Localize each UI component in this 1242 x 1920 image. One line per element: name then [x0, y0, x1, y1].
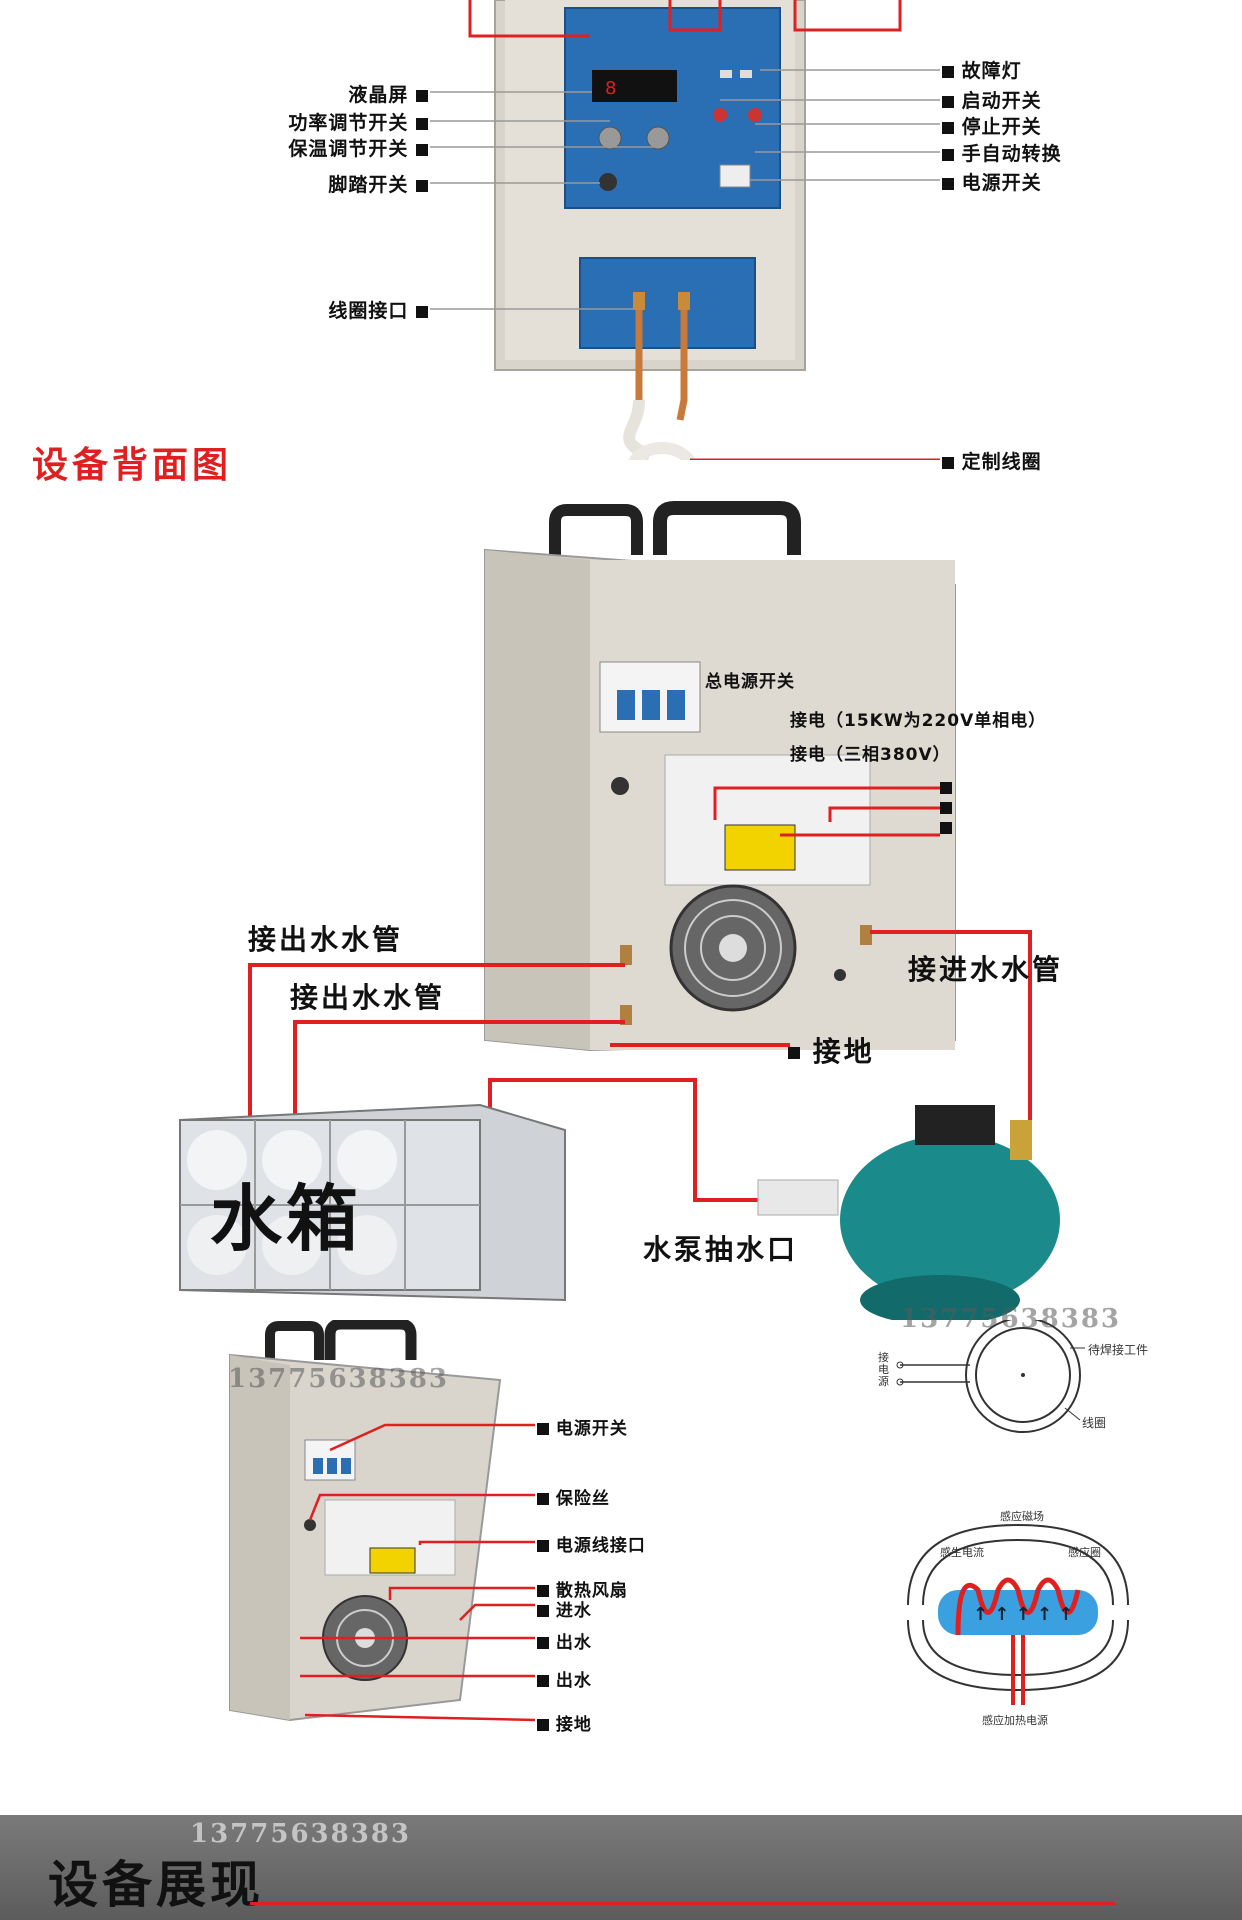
front-panel-illustration: 8 [0, 0, 1242, 498]
bullet-square [416, 143, 428, 156]
bullet-square [537, 1493, 549, 1505]
label-outlet-pipe-1: 接出水水管 [248, 923, 404, 956]
bullet-square [416, 305, 428, 318]
induction-diagram-svg: ↑ ↑ ↑ ↑ ↑ [907, 1523, 1129, 1705]
label-foot-switch: 脚踏开关 [260, 170, 428, 197]
bullet-square [940, 802, 952, 814]
induction-coil-label: 感应圈 [1068, 1546, 1101, 1559]
label-power-note-1: 接电（15KW为220V单相电） [790, 711, 1047, 731]
label-text: 进水 [555, 1601, 592, 1621]
label-power-note-2: 接电（三相380V） [790, 745, 951, 765]
label-text: 电源线接口 [555, 1536, 646, 1556]
label-text: 手自动转换 [961, 143, 1062, 165]
power-terminal-bullets [940, 782, 952, 834]
coil-diagram-workpiece-label: 待焊接工件 [1088, 1343, 1149, 1357]
footer-title: 设备展现 [48, 1856, 264, 1914]
label-text: 功率调节开关 [288, 112, 409, 134]
label-text: 液晶屏 [348, 84, 409, 106]
label-text: 启动开关 [961, 90, 1042, 112]
side-label-fuse: 保险丝 [537, 1484, 610, 1509]
induction-current-label: 感生电流 [940, 1546, 984, 1559]
footer-red-line [250, 1902, 1115, 1905]
back-view-title: 设备背面图 [32, 445, 233, 486]
label-custom-coil: 定制线圈 [942, 447, 1042, 474]
label-text: 脚踏开关 [328, 174, 409, 196]
side-label-ground: 接地 [537, 1710, 592, 1735]
bullet-square [940, 822, 952, 834]
label-text: 出水 [555, 1633, 592, 1653]
side-label-cooling-fan: 散热风扇 [537, 1576, 628, 1601]
label-text: 电源开关 [961, 172, 1042, 194]
label-ground: 接地 [788, 1030, 875, 1070]
bullet-square [537, 1637, 549, 1649]
side-view-illustration [0, 1318, 640, 1730]
label-text: 保温调节开关 [288, 138, 409, 160]
label-hold-adjust: 保温调节开关 [240, 134, 428, 161]
watermark-phone: 13775638383 [190, 1819, 411, 1849]
svg-text:8: 8 [605, 78, 616, 99]
label-pump-inlet: 水泵抽水口 [643, 1233, 799, 1266]
bullet-square [537, 1585, 549, 1597]
label-text: 接地 [555, 1715, 592, 1735]
svg-text:↑ ↑ ↑ ↑ ↑: ↑ ↑ ↑ ↑ ↑ [973, 1604, 1073, 1625]
bullet-square [416, 89, 428, 102]
bullet-square [416, 179, 428, 192]
label-fault-light: 故障灯 [942, 56, 1022, 83]
bullet-square [537, 1605, 549, 1617]
bullet-square [940, 782, 952, 794]
coil-diagram-coil-label: 线圈 [1082, 1416, 1107, 1430]
side-label-water-in: 进水 [537, 1596, 592, 1621]
front-machine-svg: 8 [430, 0, 940, 498]
water-tank-label: 水箱 [210, 1177, 363, 1261]
label-lcd-screen: 液晶屏 [260, 80, 428, 107]
label-manual-auto: 手自动转换 [942, 139, 1062, 166]
induction-source-label: 感应加热电源 [982, 1714, 1048, 1727]
label-power-switch: 电源开关 [942, 168, 1042, 195]
label-inlet-pipe: 接进水水管 [908, 953, 1064, 986]
induction-field-label: 感应磁场 [1000, 1510, 1044, 1523]
back-machine-svg [179, 501, 1060, 1325]
bullet-square [942, 95, 954, 108]
bullet-square [537, 1719, 549, 1731]
bullet-square [942, 121, 954, 134]
bullet-square [942, 177, 954, 190]
label-text: 散热风扇 [555, 1581, 628, 1601]
side-machine-svg [229, 1318, 536, 1722]
label-text: 故障灯 [961, 60, 1022, 82]
label-power-adjust: 功率调节开关 [240, 108, 428, 135]
label-coil-port: 线圈接口 [260, 296, 428, 323]
label-start-switch: 启动开关 [942, 86, 1042, 113]
label-text: 定制线圈 [961, 451, 1042, 473]
bullet-square [416, 117, 428, 130]
side-label-power-cable-port: 电源线接口 [537, 1531, 646, 1556]
label-text: 停止开关 [961, 116, 1042, 138]
label-outlet-pipe-2: 接出水水管 [290, 981, 446, 1014]
induction-diagram: ↑ ↑ ↑ ↑ ↑ [878, 1510, 1158, 1710]
label-text: 保险丝 [555, 1489, 610, 1509]
bullet-square [537, 1423, 549, 1435]
bullet-square [537, 1675, 549, 1687]
side-label-power-switch: 电源开关 [537, 1414, 628, 1439]
watermark-phone: 13775638383 [228, 1364, 449, 1394]
bullet-square [537, 1540, 549, 1552]
bullet-square [942, 456, 954, 469]
coil-diagram-svg [896, 1317, 1085, 1433]
label-text: 出水 [555, 1671, 592, 1691]
bullet-square [788, 1047, 800, 1059]
label-stop-switch: 停止开关 [942, 112, 1042, 139]
label-text: 线圈接口 [328, 300, 409, 322]
bullet-square [942, 148, 954, 161]
label-text: 接地 [812, 1035, 875, 1068]
label-main-power-switch: 总电源开关 [705, 672, 795, 692]
coil-diagram-power-label: 接电源 [878, 1351, 889, 1388]
side-label-water-out-1: 出水 [537, 1628, 592, 1653]
bullet-square [942, 65, 954, 78]
back-view-illustration [0, 500, 1242, 1325]
coil-diagram [870, 1317, 1190, 1450]
footer-bar: 13775638383 设备展现 [0, 1815, 1242, 1920]
side-label-water-out-2: 出水 [537, 1666, 592, 1691]
label-text: 电源开关 [555, 1419, 628, 1439]
